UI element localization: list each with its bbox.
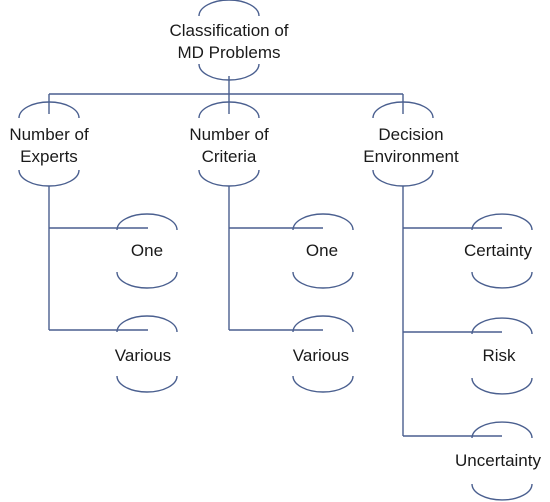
environment-uncertainty-bottom-arc [471, 483, 533, 501]
environment-risk-top-arc [471, 317, 533, 335]
criteria-node-line1: Number of [189, 125, 269, 144]
environment-certainty-bottom-arc [471, 271, 533, 289]
environment-node-bottom-arc [372, 169, 434, 187]
environment-child-uncertainty: Uncertainty [455, 451, 541, 470]
environment-node-top-arc [372, 101, 434, 119]
criteria-node-bottom-arc [198, 169, 260, 187]
experts-child-various: Various [114, 346, 172, 365]
environment-child-certainty: Certainty [463, 241, 533, 260]
connector-lines [48, 76, 502, 437]
criteria-child-various: Various [292, 346, 350, 365]
environment-child-risk: Risk [482, 346, 516, 365]
experts-node-line2: Experts [20, 147, 78, 166]
experts-node-top-arc [18, 101, 80, 119]
criteria-node-top-arc [198, 101, 260, 119]
criteria-child-one: One [305, 241, 339, 260]
criteria-various-bottom-arc [292, 375, 354, 393]
root-node-bottom-arc [198, 63, 260, 81]
experts-various-top-arc [116, 315, 178, 333]
criteria-one-top-arc [292, 213, 354, 231]
environment-certainty-top-arc [471, 213, 533, 231]
experts-node-bottom-arc [18, 169, 80, 187]
root-node-line1: Classification of [169, 21, 289, 40]
root-node-top-arc [198, 0, 260, 17]
criteria-one-bottom-arc [292, 271, 354, 289]
criteria-various-top-arc [292, 315, 354, 333]
root-node-line2: MD Problems [177, 43, 281, 62]
experts-various-bottom-arc [116, 375, 178, 393]
environment-uncertainty-top-arc [471, 421, 533, 439]
experts-child-one: One [130, 241, 164, 260]
environment-node-line2: Environment [363, 147, 459, 166]
environment-risk-bottom-arc [471, 377, 533, 395]
node-arcs [18, 0, 533, 501]
experts-node-line1: Number of [9, 125, 89, 144]
criteria-node-line2: Criteria [201, 147, 257, 166]
experts-one-top-arc [116, 213, 178, 231]
environment-node-line1: Decision [378, 125, 444, 144]
experts-one-bottom-arc [116, 271, 178, 289]
